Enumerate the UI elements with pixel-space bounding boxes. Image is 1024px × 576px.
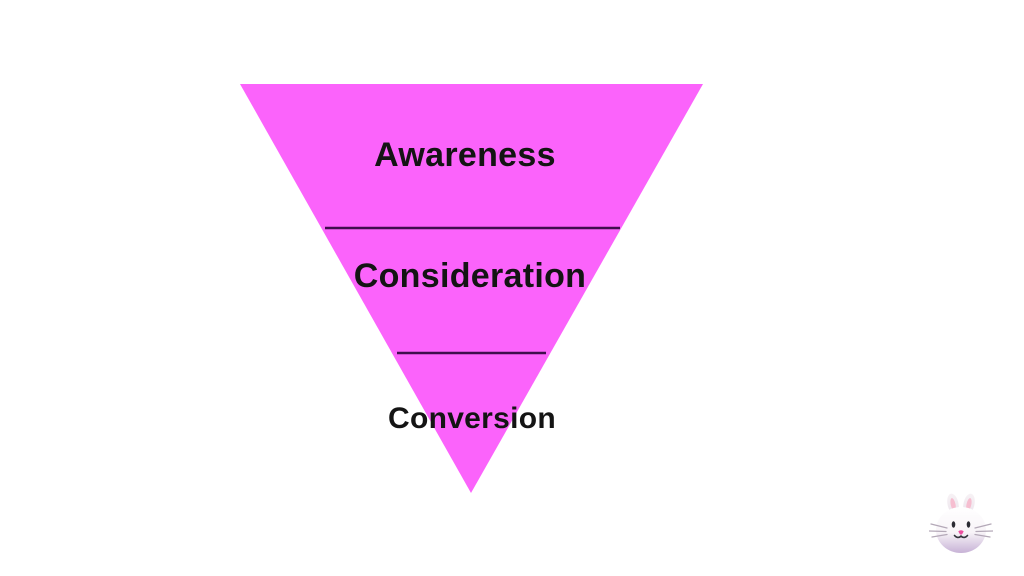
funnel-triangle — [240, 84, 703, 493]
bunny-whiskers — [929, 523, 993, 538]
funnel-stage-awareness: Awareness — [374, 136, 556, 174]
funnel-stage-conversion: Conversion — [387, 402, 557, 435]
bunny-nose — [958, 530, 964, 535]
bunny-eyes — [951, 521, 971, 528]
funnel-stage-consideration: Consideration — [353, 257, 587, 295]
bunny-head — [936, 507, 986, 553]
rabbit-face-icon — [929, 493, 993, 553]
bunny-mouth — [953, 534, 969, 539]
